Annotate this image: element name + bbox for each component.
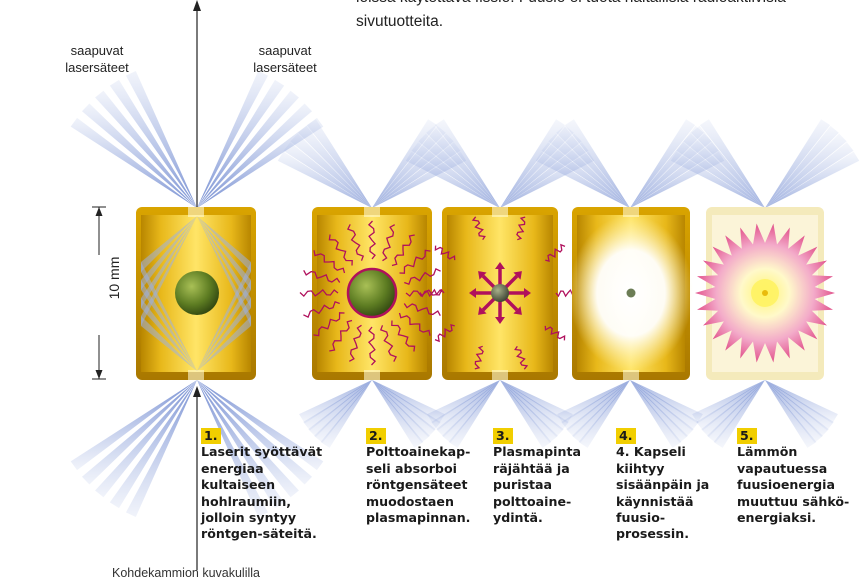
fuel-capsule: [491, 284, 509, 302]
hohlraum-stage-5: [695, 207, 835, 380]
dimension-label: 10 mm: [106, 248, 122, 308]
hohlraum-stages: [136, 207, 835, 380]
beam-label-left: saapuvat lasersäteet: [52, 42, 142, 76]
hohlraum-window: [364, 207, 380, 217]
step-text: Polttoainekap-seli absorboi röntgensätee…: [366, 444, 478, 526]
step-3: 3. Plasmapinta räjähtää ja puristaa polt…: [493, 428, 593, 526]
hohlraum-stage-2: [300, 207, 444, 380]
beam-label-right: saapuvat lasersäteet: [243, 42, 327, 76]
step-4: 4. 4. Kapseli kiihtyy sisäänpäin ja käyn…: [616, 428, 721, 543]
fusion-center: [762, 290, 768, 296]
laser-beam-fan: [671, 119, 859, 208]
step-5: 5. Lämmön vapautuessa fuusioenergia muut…: [737, 428, 862, 526]
step-text: 4. Kapseli kiihtyy sisäänpäin ja käynnis…: [616, 444, 721, 542]
footer-caption: Kohdekammion kuvakulilla: [112, 566, 260, 580]
hohlraum-stage-1: [136, 207, 256, 380]
step-number: 5.: [737, 428, 757, 444]
fuel-capsule: [348, 269, 396, 317]
laser-beam: [278, 152, 372, 208]
fuel-capsule: [627, 289, 636, 298]
hohlraum-window: [492, 370, 508, 380]
hohlraum-window: [364, 370, 380, 380]
fuel-capsule: [175, 271, 219, 315]
step-number: 2.: [366, 428, 386, 444]
step-number: 4.: [616, 428, 636, 444]
step-number: 3.: [493, 428, 513, 444]
step-text: Plasmapinta räjähtää ja puristaa polttoa…: [493, 444, 593, 526]
laser-beam: [765, 142, 853, 208]
step-text: Lämmön vapautuessa fuusioenergia muuttuu…: [737, 444, 862, 526]
step-1: 1. Laserit syöttävät energiaa kultaiseen…: [201, 428, 326, 543]
hohlraum-window: [492, 207, 508, 217]
laser-beam: [765, 152, 859, 208]
hohlraum-stage-4: [569, 207, 693, 380]
laser-beam: [284, 142, 372, 208]
intro-text: loissa käytettävä fissio. Fuusio ei tuot…: [356, 0, 826, 34]
hohlraum-window: [623, 370, 639, 380]
step-text: Laserit syöttävät energiaa kultaiseen ho…: [201, 444, 326, 542]
hohlraum-window: [188, 207, 204, 217]
dimension-marker: [92, 207, 106, 379]
hohlraum-window: [188, 370, 204, 380]
step-number: 1.: [201, 428, 221, 444]
hohlraum-stage-3: [420, 207, 580, 380]
step-2: 2. Polttoainekap-seli absorboi röntgensä…: [366, 428, 478, 526]
